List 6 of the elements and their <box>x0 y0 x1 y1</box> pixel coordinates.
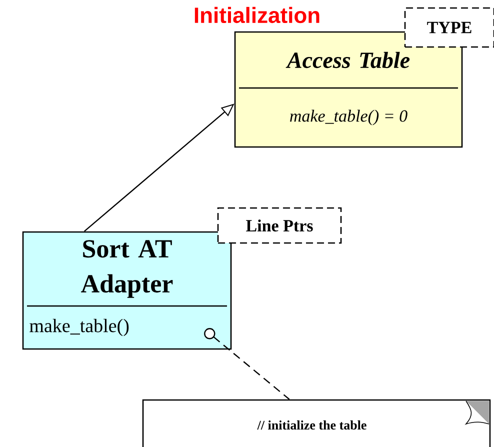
type-tag: TYPE <box>404 7 494 48</box>
type-tag: Line Ptrs <box>217 207 342 244</box>
note-box: // initialize the table <box>142 399 491 447</box>
title: Initialization <box>194 6 320 24</box>
note-connector <box>204 328 290 400</box>
class-box: Sort AT Adapter make_table() <box>22 231 232 350</box>
